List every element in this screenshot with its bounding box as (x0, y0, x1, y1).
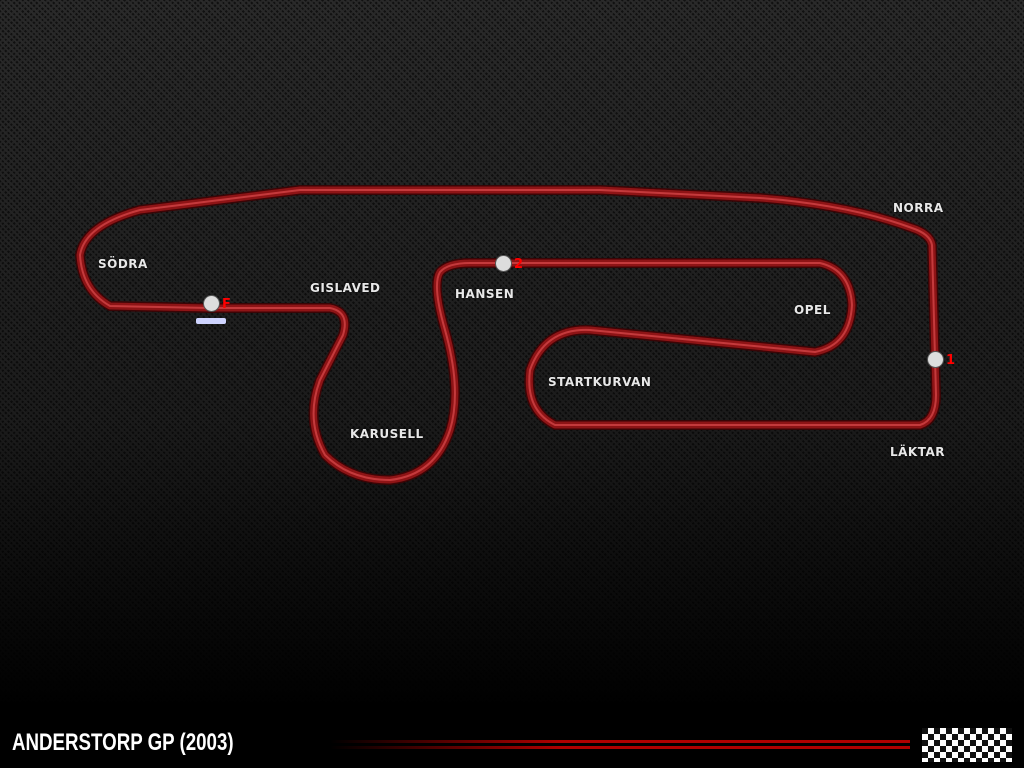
corner-startkurvan: STARTKURVAN (548, 375, 652, 389)
corner-gislaved: GISLAVED (310, 281, 381, 295)
corner-norra: NORRA (893, 201, 944, 215)
corner-opel: OPEL (794, 303, 831, 317)
stopwatch-icon: F (202, 290, 231, 312)
track-outline (76, 186, 940, 484)
stopwatch-icon: 1 (926, 346, 955, 368)
start-grid-marker (196, 318, 226, 324)
corner-hansen: HANSEN (455, 287, 515, 301)
track-outline (79, 189, 937, 481)
corner-sodra: SÖDRA (98, 257, 148, 271)
checkered-flag-icon (922, 728, 1012, 762)
track-title: ANDERSTORP GP (2003) (12, 729, 234, 756)
stopwatch-icon: 2 (494, 250, 523, 272)
corner-laktar: LÄKTAR (890, 445, 946, 459)
decorative-line (330, 740, 910, 743)
corner-karusell: KARUSELL (350, 427, 424, 441)
decorative-line (330, 746, 910, 749)
track-outline (75, 185, 941, 485)
